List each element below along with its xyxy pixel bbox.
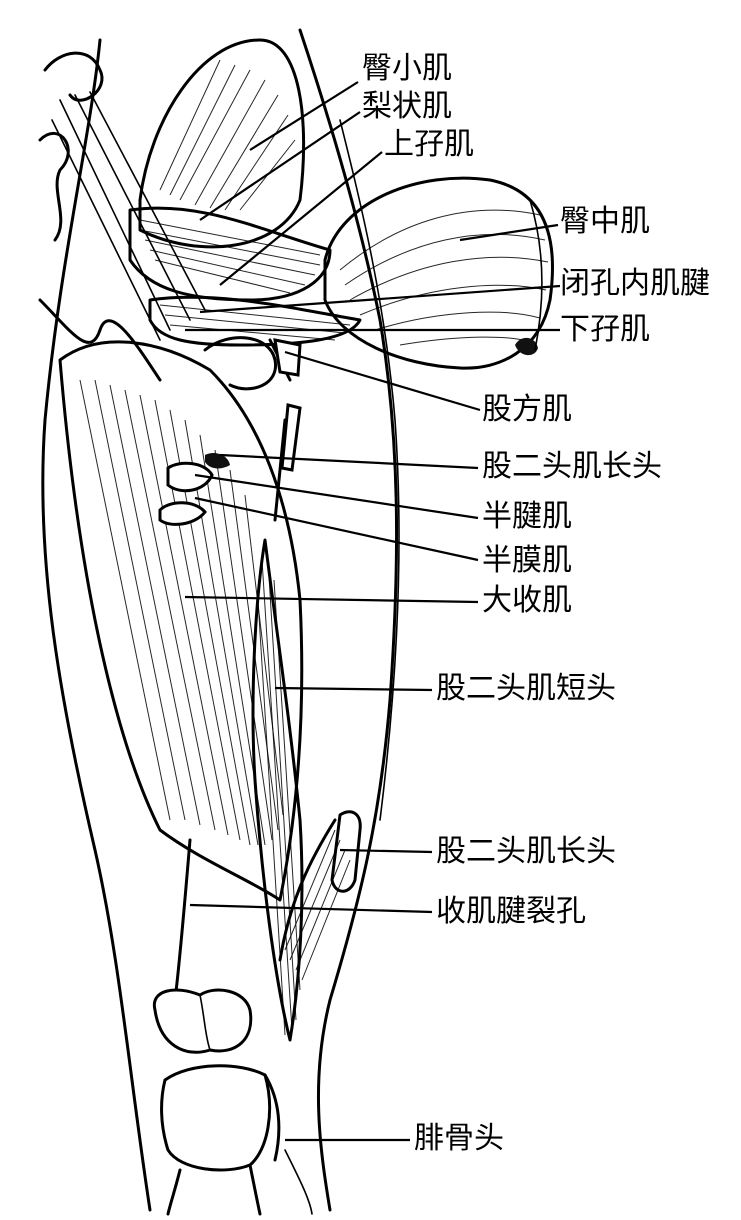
label-gluteus-medius: 臀中肌	[560, 204, 650, 239]
femur-lower	[152, 838, 253, 1054]
leader-lines	[184, 81, 561, 1142]
leader-biceps-long-lower	[339, 848, 433, 854]
gluteus-medius	[323, 176, 554, 370]
label-semimembranosus: 半膜肌	[482, 543, 572, 578]
leader-adductor-hiatus	[189, 903, 433, 914]
leader-adductor-magnus	[184, 595, 479, 604]
label-adductor-magnus: 大收肌	[482, 583, 572, 618]
leader-semimembranosus	[194, 496, 479, 562]
label-gluteus-minimus: 臀小肌	[362, 51, 452, 86]
biceps-long-head-lower	[278, 810, 362, 981]
leader-semitendinosus	[194, 473, 479, 520]
label-semitendinosus: 半腱肌	[482, 499, 572, 534]
tibia-fibula	[160, 1064, 281, 1216]
leader-gluteus-medius	[459, 223, 559, 242]
leader-piriformis	[199, 111, 361, 221]
label-adductor-hiatus: 收肌腱裂孔	[436, 894, 586, 929]
sacral-region	[38, 51, 206, 382]
ischial-tuberosity	[158, 453, 230, 526]
leader-biceps-long-upper	[219, 453, 479, 470]
label-piriformis: 梨状肌	[362, 89, 452, 124]
label-gemellus-inferior: 下孖肌	[560, 312, 650, 347]
femur-upper	[203, 336, 302, 522]
label-obturator-internus-tendon: 闭孔内肌腱	[560, 266, 710, 301]
leader-gluteus-minimus	[249, 81, 359, 151]
label-biceps-short-head: 股二头肌短头	[436, 671, 616, 706]
label-quadratus-femoris: 股方肌	[482, 392, 572, 427]
label-gemellus-superior: 上孖肌	[384, 127, 474, 162]
label-biceps-long-head-lower: 股二头肌长头	[436, 834, 616, 869]
biceps-short-head	[251, 538, 304, 1042]
label-fibula-head: 腓骨头	[414, 1121, 504, 1156]
leader-gemellus-superior	[219, 151, 383, 286]
gluteus-minimus	[138, 38, 306, 249]
label-biceps-long-head-upper: 股二头肌长头	[482, 449, 662, 484]
leader-biceps-short-head	[274, 686, 433, 692]
leader-quadratus-femoris	[284, 350, 481, 412]
leader-obturator-tendon	[199, 284, 561, 314]
